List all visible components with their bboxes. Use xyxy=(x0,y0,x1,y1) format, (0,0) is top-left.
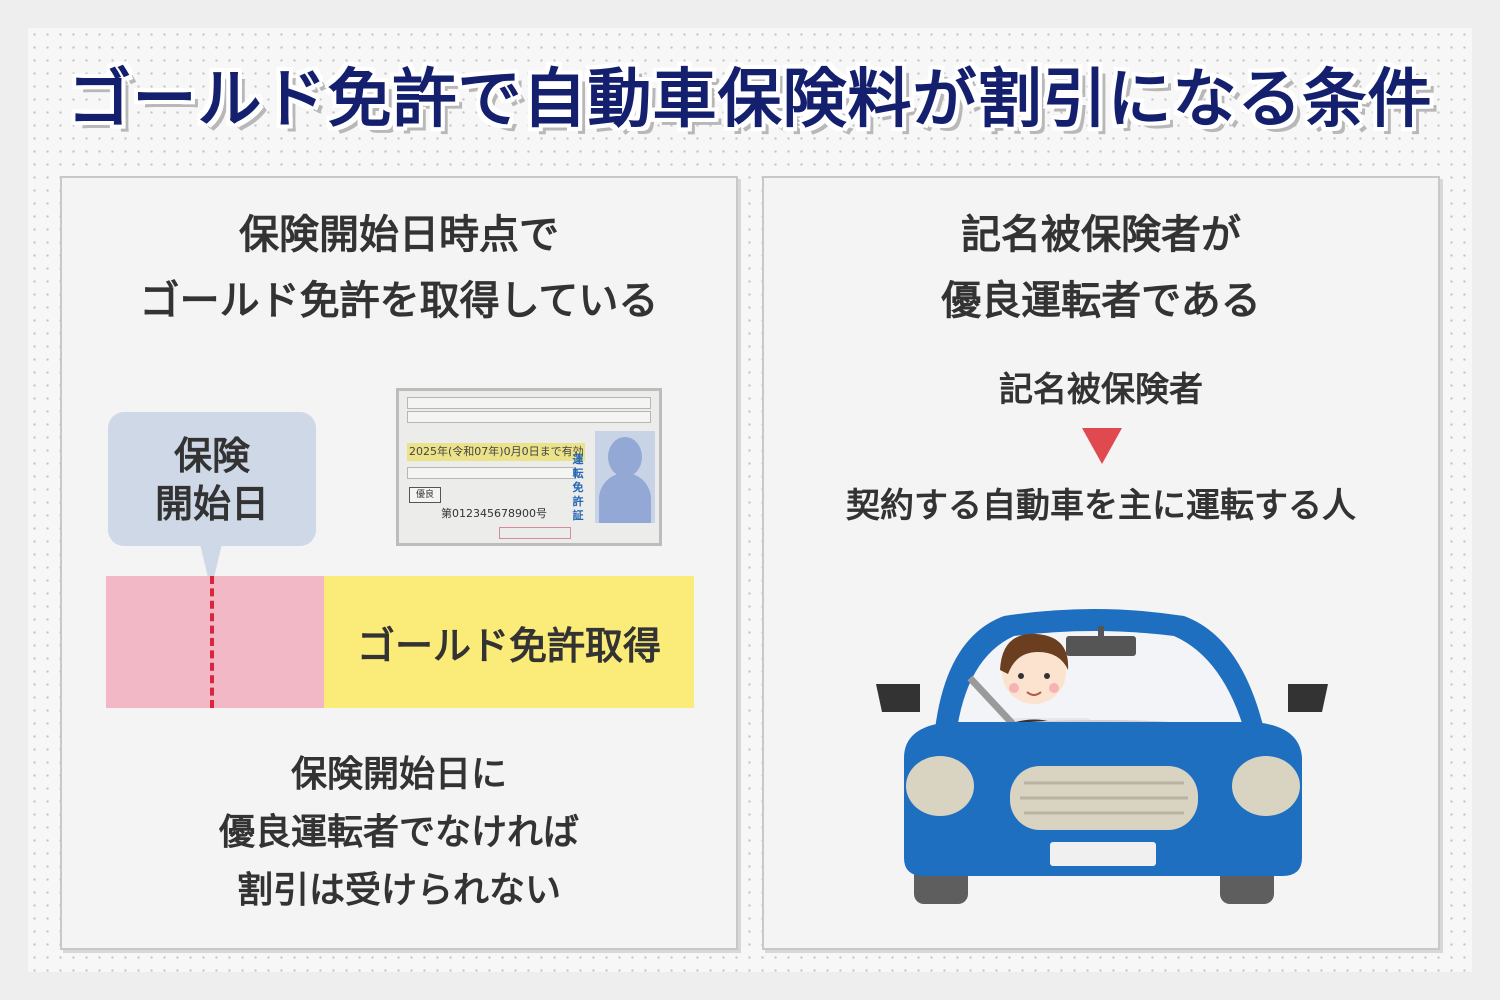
license-validity: 2025年(令和07年)0月0日まで有効 xyxy=(407,443,585,461)
left-heading-line1: 保険開始日時点で xyxy=(239,212,559,258)
rearview-mirror-stem xyxy=(1098,626,1104,638)
license-plate xyxy=(1050,842,1156,866)
note-line3: 割引は受けられない xyxy=(236,870,561,911)
driver-right-eye xyxy=(1044,673,1050,679)
right-panel-heading: 記名被保険者が 優良運転者である xyxy=(764,202,1438,334)
license-excellent-badge: 優良 xyxy=(409,487,441,503)
license-row xyxy=(407,411,651,423)
driver-left-cheek xyxy=(1009,683,1019,693)
note-line1: 保険開始日に xyxy=(290,754,507,795)
timeline-gold-bar: ゴールド免許取得 xyxy=(324,576,694,708)
car-driver-illustration xyxy=(876,609,1328,904)
left-headlight xyxy=(906,756,974,816)
license-card-icon: 2025年(令和07年)0月0日まで有効 優良 第012345678900号 運… xyxy=(396,388,662,546)
photo-body xyxy=(599,473,651,523)
panel-gold-license: 保険開始日時点で ゴールド免許を取得している 2025年(令和07年)0月0日ま… xyxy=(60,176,738,950)
down-arrow-icon xyxy=(1082,428,1122,464)
license-type-text: 運転免許証 xyxy=(572,453,584,522)
gold-license-label: ゴールド免許取得 xyxy=(356,623,661,668)
named-insured-label: 記名被保険者 xyxy=(999,370,1203,410)
license-grid xyxy=(499,527,571,539)
left-heading-line2: ゴールド免許を取得している xyxy=(139,278,659,324)
right-mirror xyxy=(1288,684,1328,712)
named-insured-definition: 契約する自動車を主に運転する人 xyxy=(846,486,1356,526)
driver-hair xyxy=(1000,633,1069,674)
left-mirror xyxy=(876,684,920,712)
bubble-line1: 保険 xyxy=(173,434,250,478)
license-photo xyxy=(595,431,655,523)
driver-right-cheek xyxy=(1049,683,1059,693)
start-date-bubble: 保険 開始日 xyxy=(108,412,316,590)
license-row xyxy=(407,397,651,409)
driver-left-eye xyxy=(1018,673,1024,679)
right-headlight xyxy=(1232,756,1300,816)
license-row xyxy=(407,467,575,479)
left-bottom-note: 保険開始日に 優良運転者でなければ 割引は受けられない xyxy=(62,746,736,920)
right-heading-line1: 記名被保険者が xyxy=(961,212,1241,258)
photo-head xyxy=(608,437,642,477)
bubble-line2: 開始日 xyxy=(154,482,269,526)
left-panel-heading: 保険開始日時点で ゴールド免許を取得している xyxy=(62,202,736,334)
note-line2: 優良運転者でなければ xyxy=(218,812,579,853)
license-number: 第012345678900号 xyxy=(441,507,547,520)
timeline-before-bar xyxy=(106,576,324,708)
right-heading-line2: 優良運転者である xyxy=(941,278,1261,324)
rearview-mirror xyxy=(1066,636,1136,656)
driver-mouth xyxy=(1026,691,1042,696)
main-title: ゴールド免許で自動車保険料が割引になる条件 xyxy=(67,63,1433,137)
start-date-dashed-line xyxy=(210,576,214,708)
panel-named-insured: 記名被保険者が 優良運転者である 記名被保険者 契約する自動車を主に運転する人 xyxy=(762,176,1440,950)
